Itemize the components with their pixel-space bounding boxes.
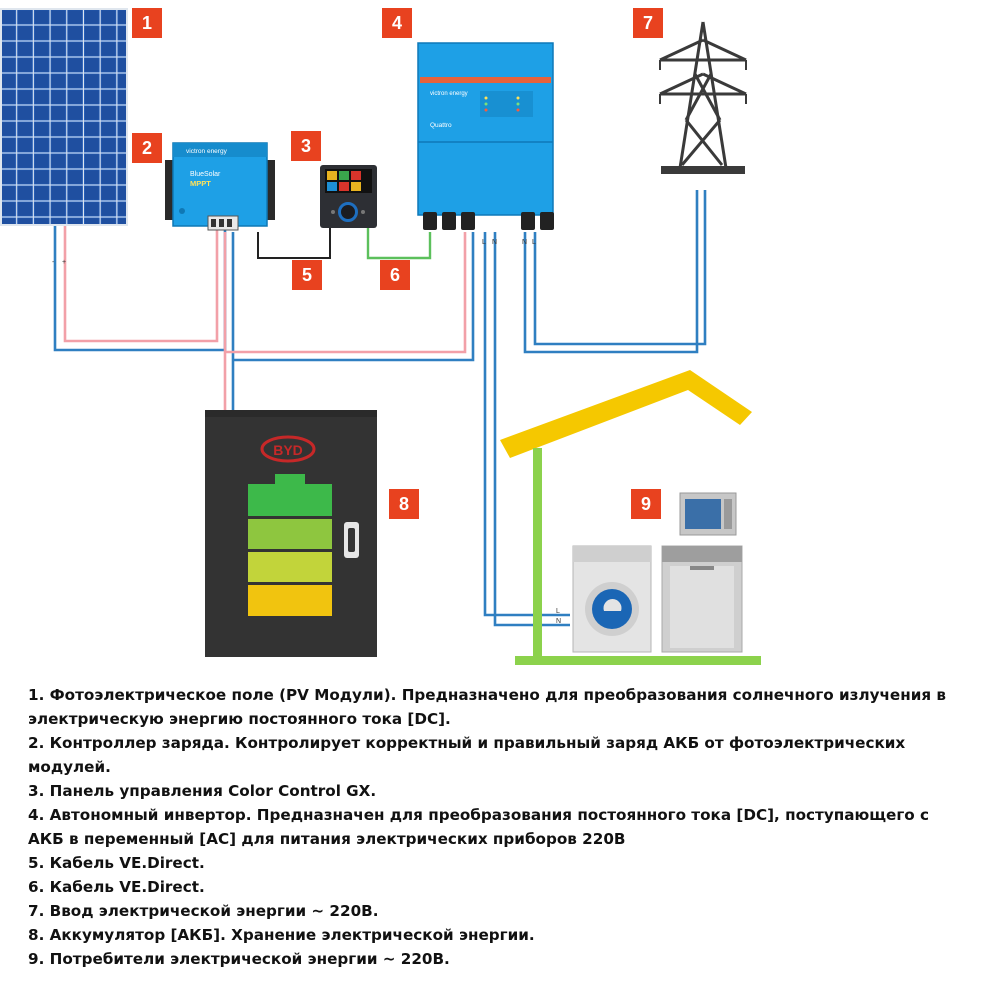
house <box>500 370 761 665</box>
battery-inverter-positive-wire <box>225 232 467 354</box>
badge-3: 3 <box>291 131 321 161</box>
terminal-labels: - + L N N L L N <box>52 239 561 625</box>
pv-minus-label: - <box>52 259 55 266</box>
ve-direct-cable-6 <box>366 228 432 260</box>
legend-line: АКБ в переменный [AC] для питания электр… <box>28 830 626 848</box>
legend-line: 7. Ввод электрической энергии ~ 220В. <box>28 902 379 920</box>
washing-machine <box>572 545 652 653</box>
badge-4: 4 <box>382 8 412 38</box>
quattro-inverter: victron energy Quattro <box>417 42 554 230</box>
inverter-brand: victron energy <box>430 91 468 97</box>
ac-in-L-wire <box>533 190 707 346</box>
legend-line: модулей. <box>28 758 111 776</box>
controller-line1: BlueSolar <box>190 171 221 178</box>
legend-line: 9. Потребители электрической энергии ~ 2… <box>28 950 450 968</box>
microwave <box>679 492 737 536</box>
wiring <box>53 190 707 627</box>
legend-line: 2. Контроллер заряда. Контролирует корре… <box>28 734 906 752</box>
inverter-model: Quattro <box>430 122 452 129</box>
byd-battery: BYD <box>205 410 377 657</box>
appliances <box>572 492 743 653</box>
inverter-out-N: N <box>492 239 497 246</box>
pv-negative-wire <box>53 225 227 352</box>
badge-6: 6 <box>380 260 410 290</box>
color-control-gx <box>320 165 377 228</box>
legend-line: 6. Кабель VE.Direct. <box>28 878 205 896</box>
badge-7: 7 <box>633 8 663 38</box>
ve-direct-cable-5 <box>257 228 331 259</box>
ac-in-N-wire <box>523 190 699 354</box>
legend: 1. Фотоэлектрическое поле (PV Модули). П… <box>28 683 968 971</box>
battery-inverter-negative-wire <box>233 232 475 362</box>
legend-line: 5. Кабель VE.Direct. <box>28 854 205 872</box>
inverter-out-L: L <box>482 239 486 246</box>
controller-line2: MPPT <box>190 179 211 188</box>
system-diagram: victron energy BlueSolar MPPT victron en… <box>0 8 761 665</box>
mppt-controller: victron energy BlueSolar MPPT <box>165 142 275 231</box>
diagram-canvas: victron energy BlueSolar MPPT victron en… <box>0 8 761 665</box>
badge-8: 8 <box>389 489 419 519</box>
battery-brand: BYD <box>273 442 303 458</box>
badge-5: 5 <box>292 260 322 290</box>
load-L-label: L <box>556 608 560 615</box>
controller-brand: victron energy <box>186 148 228 155</box>
legend-line: 3. Панель управления Color Control GX. <box>28 782 377 800</box>
dishwasher <box>661 545 743 653</box>
badge-2: 2 <box>132 133 162 163</box>
legend-line: электрическую энергию постоянного тока [… <box>28 710 451 728</box>
pv-plus-label: + <box>62 259 66 266</box>
badge-1: 1 <box>132 8 162 38</box>
inverter-in-N: N <box>522 239 527 246</box>
legend-line: 8. Аккумулятор [АКБ]. Хранение электриче… <box>28 926 535 944</box>
pv-panel <box>0 8 128 226</box>
legend-line: 1. Фотоэлектрическое поле (PV Модули). П… <box>28 686 947 704</box>
badge-9: 9 <box>631 489 661 519</box>
load-N-label: N <box>556 618 561 625</box>
pv-positive-wire <box>63 225 219 343</box>
inverter-in-L: L <box>532 239 536 246</box>
legend-line: 4. Автономный инвертор. Предназначен для… <box>28 806 929 824</box>
ac-out-N-wire <box>493 232 570 627</box>
grid-pylon <box>659 21 747 174</box>
